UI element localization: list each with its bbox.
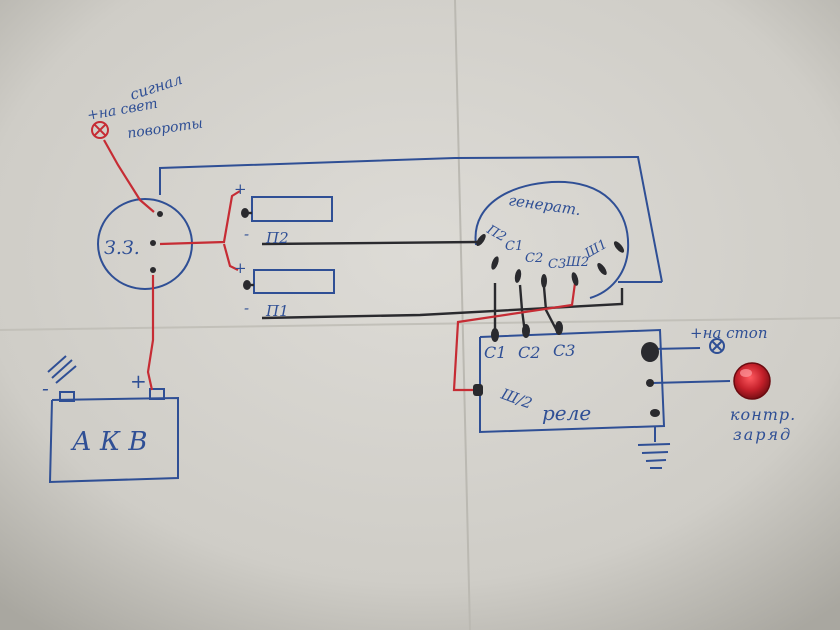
charge-lamp-icon [733,362,771,400]
coil2-name-label: П1 [265,302,289,320]
charge-lamp-label-line2: заряд [733,425,792,444]
relay-c1-label: С1 [484,343,506,362]
battery-plus-label: + [130,369,147,393]
blue-top-wire [159,155,663,283]
coil1-minus-label: - [244,225,249,243]
gen-c2-label: С2 [525,251,543,266]
red-coil-feed-2 [222,243,239,271]
paper-fold-horizontal [0,317,840,331]
battery-ground-symbol [47,355,77,384]
coil1-name-label: П2 [265,229,289,247]
coil2-minus-label: - [244,299,249,317]
stop-label: +на стоп [690,324,767,342]
battery-minus-terminal [59,391,75,402]
generator-outline [474,180,630,299]
relay-top-terminals [491,321,563,342]
battery-minus-label: - [42,376,49,400]
charge-lamp-label-line1: контр. [730,405,796,424]
battery-plus-terminal [149,388,165,400]
relay-box-outline [479,328,666,434]
coil2-plus-label: + [234,259,247,277]
red-wires [103,139,577,392]
red-sh2-wire [452,282,577,392]
signal-terminal-icon [91,121,109,139]
relay-ground-symbol [637,426,671,469]
black-wires [244,211,624,334]
gen-sh2-label: Ш2 [565,255,589,270]
battery-box-outline [48,396,179,484]
relay-terminal-ground [650,409,660,417]
blue-wires [47,155,731,484]
relay-label: реле [542,401,591,425]
red-signal-wire [103,139,155,213]
black-c3-wire [542,286,560,334]
stop-terminal-icon [709,338,725,354]
red-battery-wire [146,275,155,391]
coil-p1-body [253,269,335,294]
terminals [150,208,660,417]
relay-terminal-sh2 [473,384,483,396]
coil-p2-body [251,196,333,222]
gen-c1-label: С1 [505,239,523,254]
relay-c2-label: С2 [518,343,540,362]
black-p2-wire [261,240,479,246]
ignition-switch-label: З.З. [104,237,140,259]
coil1-plus-label: + [234,180,247,198]
relay-terminal-stop [641,342,659,362]
relay-c3-label: С3 [553,341,575,360]
paper-fold-vertical [454,0,471,630]
relay-terminal-lamp [646,379,654,387]
blue-lamp-wire [651,380,731,384]
generator-terminals [476,234,625,288]
gen-c3-label: С3 [548,257,566,272]
battery-label: А К В [70,427,147,457]
blue-stop-wire [651,347,701,350]
red-coil-feed [159,190,241,246]
